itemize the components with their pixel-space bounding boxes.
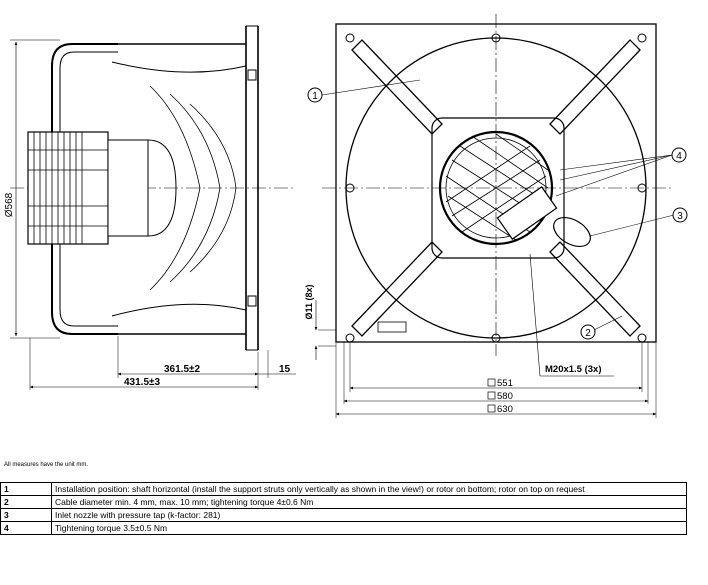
dim-square-580-label: 580 xyxy=(497,391,513,402)
callout-1: 1 xyxy=(307,87,323,103)
dim-square-630-label: 630 xyxy=(497,404,513,415)
callout-4-label: 4 xyxy=(676,151,682,162)
callout-2: 2 xyxy=(580,324,596,340)
callout-4: 4 xyxy=(671,147,687,163)
legend-row: 3 Inlet nozzle with pressure tap (k-fact… xyxy=(0,508,687,522)
legend-text: Tightening torque 3.5±0.5 Nm xyxy=(51,521,687,535)
dim-flange: 15 xyxy=(279,364,291,375)
legend-text: Cable diameter min. 4 mm, max. 10 mm; ti… xyxy=(51,495,687,509)
legend-text: Inlet nozzle with pressure tap (k-factor… xyxy=(51,508,687,522)
dim-depth-outer: 431.5±3 xyxy=(124,377,161,388)
legend-row: 1 Installation position: shaft horizonta… xyxy=(0,482,687,496)
legend-num: 2 xyxy=(0,495,52,509)
technical-drawing: Ø568 361.5±2 431.5±3 15 xyxy=(4,14,688,418)
dim-hole: Ø11 (8x) xyxy=(304,284,314,319)
callout-3-label: 3 xyxy=(677,211,683,222)
dim-diameter: Ø568 xyxy=(4,192,15,217)
dim-square-580: 580 xyxy=(487,391,513,402)
dim-depth-inner: 361.5±2 xyxy=(164,364,201,375)
legend-text: Installation position: shaft horizontal … xyxy=(51,482,687,496)
motor-fins xyxy=(28,132,108,244)
side-view xyxy=(10,25,296,390)
legend-num: 3 xyxy=(0,508,52,522)
dim-square-551: 551 xyxy=(487,378,513,389)
legend-num: 1 xyxy=(0,482,52,496)
legend-table: 1 Installation position: shaft horizonta… xyxy=(0,482,687,535)
legend-row: 2 Cable diameter min. 4 mm, max. 10 mm; … xyxy=(0,495,687,509)
unit-note: All measures have the unit mm. xyxy=(4,462,89,468)
dim-square-551-label: 551 xyxy=(497,378,513,389)
legend-row: 4 Tightening torque 3.5±0.5 Nm xyxy=(0,521,687,535)
callout-1-label: 1 xyxy=(312,91,318,102)
front-view xyxy=(314,14,675,418)
dim-cable-gland: M20x1.5 (3x) xyxy=(545,364,602,375)
callout-3: 3 xyxy=(672,207,688,223)
legend-num: 4 xyxy=(0,521,52,535)
dim-square-630: 630 xyxy=(487,404,513,415)
callout-2-label: 2 xyxy=(585,328,591,339)
